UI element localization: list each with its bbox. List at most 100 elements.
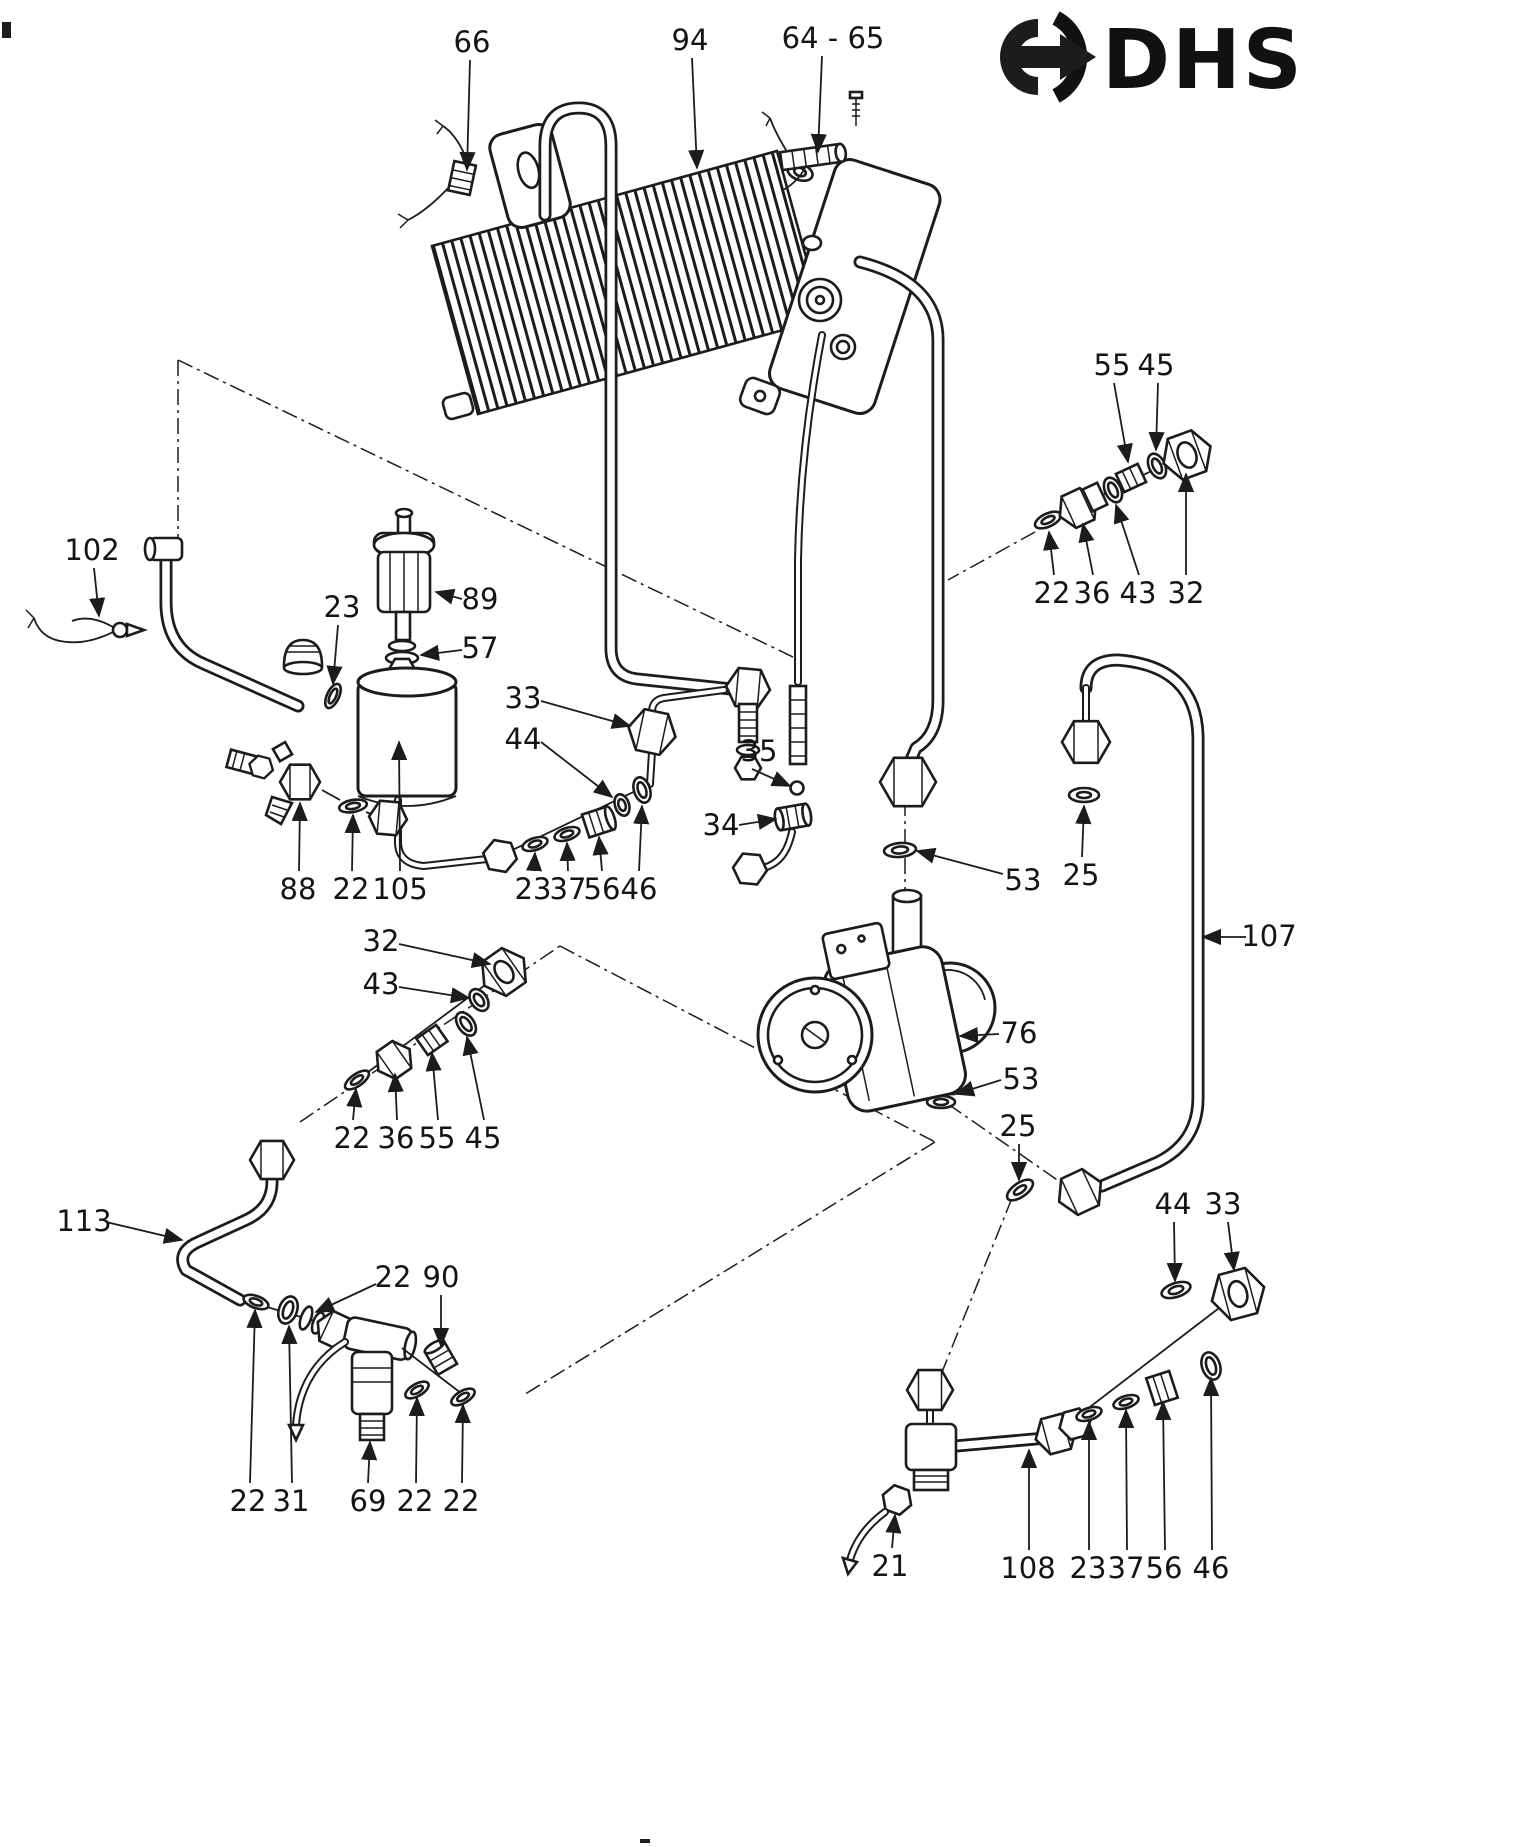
nut-33 (1210, 1266, 1266, 1322)
washer-53 (882, 841, 918, 859)
callout-76: 76 (958, 1016, 1038, 1050)
part-number: 22 (230, 1484, 267, 1518)
callout-22: 22 (334, 1087, 371, 1155)
part-number: 35 (741, 734, 778, 768)
part-number: 33 (1205, 1187, 1242, 1221)
part-number: 34 (703, 808, 740, 842)
pipes (159, 101, 1205, 1453)
nozzle-102 (25, 536, 184, 644)
part-number: 46 (621, 872, 658, 906)
part-number: 105 (372, 872, 427, 906)
leader-line (1148, 382, 1165, 452)
leader-line (592, 835, 609, 872)
leader-line (1113, 382, 1133, 464)
bottom-left-assembly (242, 1139, 476, 1444)
callout-113: 113 (56, 1204, 184, 1244)
washer-53-outlet (925, 1094, 957, 1110)
callout-22: 22 (443, 1403, 480, 1518)
leader-line (391, 740, 408, 872)
part-number: 45 (1138, 348, 1175, 382)
part-number: 64 - 65 (782, 21, 885, 55)
ignition-electrode-66 (397, 119, 478, 229)
callout-32: 32 (363, 924, 492, 969)
callout-56: 56 (1146, 1400, 1182, 1585)
callout-37: 37 (550, 841, 587, 906)
leader-line (314, 1283, 377, 1313)
part-number: 90 (423, 1260, 460, 1294)
callout-43: 43 (1113, 503, 1156, 610)
callout-57: 57 (419, 631, 498, 665)
part-number: 44 (1155, 1187, 1192, 1221)
leader-line (525, 851, 543, 872)
leader-line (246, 1308, 263, 1484)
callout-35: 35 (741, 734, 792, 787)
callout-88: 88 (280, 801, 316, 906)
part-number: 37 (550, 872, 587, 906)
leader-line (1078, 522, 1095, 576)
callout-46: 46 (1193, 1376, 1230, 1585)
part-number: 46 (1193, 1551, 1230, 1585)
callout-53: 53 (915, 847, 1042, 897)
part-number: 69 (350, 1484, 387, 1518)
part-number: 22 (443, 1484, 480, 1518)
leader-line (346, 1087, 363, 1121)
callout-31: 31 (273, 1324, 309, 1518)
callout-94: 94 (672, 23, 708, 170)
callout-36: 36 (1074, 522, 1110, 610)
leader-line (398, 943, 492, 969)
leader-line (688, 57, 705, 170)
callout-22: 22 (230, 1308, 267, 1518)
part-number: 22 (375, 1260, 412, 1294)
pipe-107-fittings (1005, 719, 1112, 1217)
leader-line (633, 804, 650, 872)
part-number: 22 (334, 1121, 371, 1155)
logo-text: DHS (1102, 13, 1304, 108)
part-number: 36 (378, 1121, 415, 1155)
leader-line (462, 1035, 485, 1121)
bottom-right-assembly (841, 1266, 1266, 1577)
leader-line (459, 59, 476, 172)
dhs-logo: DHS (1000, 11, 1304, 108)
part-number: 53 (1005, 863, 1042, 897)
leader-line (408, 1396, 425, 1484)
callout-53: 53 (954, 1062, 1039, 1097)
washer-22 (337, 798, 369, 814)
callout-89: 89 (434, 582, 498, 616)
callout-45: 45 (462, 1035, 501, 1155)
part-number: 55 (419, 1121, 456, 1155)
leader-line (434, 588, 463, 605)
part-number: 23 (324, 590, 361, 624)
part-number: 32 (363, 924, 400, 958)
ferrule-90 (423, 1338, 459, 1377)
ring-23 (323, 682, 343, 710)
part-number: 23 (1070, 1551, 1107, 1585)
part-number: 25 (1063, 858, 1100, 892)
leader-line (1203, 1376, 1220, 1551)
callout-21: 21 (872, 1513, 908, 1583)
washer-25-lower (1005, 1178, 1035, 1202)
callout-22: 22 (1034, 530, 1070, 610)
nut-32 (480, 946, 528, 998)
scan-artifact (2, 22, 11, 38)
union-and-35-34 (724, 666, 813, 886)
part-number: 22 (333, 872, 370, 906)
leader-line (419, 644, 463, 661)
part-number: 113 (56, 1204, 111, 1238)
drain-valve-88 (224, 740, 409, 837)
callout-56: 56 (584, 835, 620, 906)
callout-23: 23 (515, 851, 551, 906)
part-number: 76 (1001, 1016, 1038, 1050)
leader-line (425, 1051, 442, 1121)
callout-102: 102 (64, 533, 120, 618)
callout-105: 105 (372, 740, 428, 906)
ball-35 (789, 780, 805, 796)
callout-69: 69 (350, 1440, 387, 1518)
leader-line (326, 624, 343, 686)
callout-107: 107 (1201, 919, 1297, 953)
leader-line (958, 1026, 1000, 1044)
air-separator-105 (356, 507, 458, 807)
callout-66: 66 (454, 25, 490, 172)
callout-46: 46 (621, 804, 658, 906)
leader-line (915, 847, 1004, 875)
